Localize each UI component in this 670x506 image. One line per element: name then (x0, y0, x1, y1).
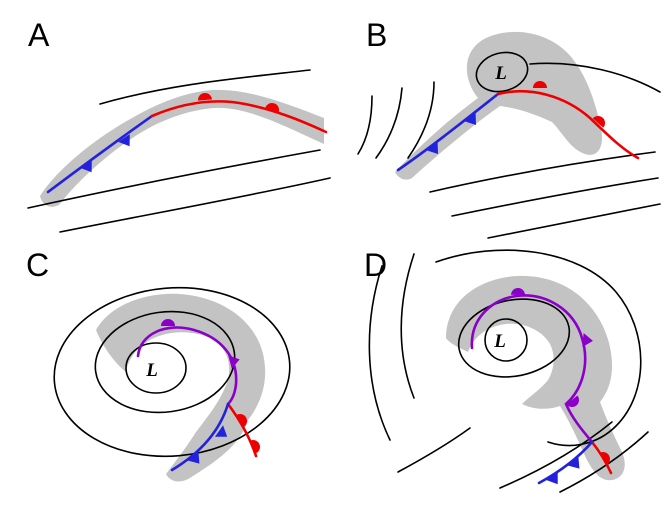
isobar-line (357, 95, 373, 155)
isobar-line (487, 203, 661, 239)
panel-c-label: C (26, 247, 49, 283)
cold-front-line (46, 114, 154, 194)
panel-b: L B (357, 17, 661, 239)
isobar-loop (53, 286, 291, 458)
panel-d: L D (364, 247, 649, 493)
occluded-front-line (136, 326, 238, 406)
cloud-shading (40, 89, 324, 207)
cloud-shading (395, 31, 603, 180)
low-pressure-isobar-circle (484, 318, 528, 362)
isobar-line (368, 265, 391, 441)
low-pressure-isobar-circle (125, 342, 187, 394)
warm-front-line (226, 402, 258, 458)
low-pressure-label: L (493, 331, 506, 352)
isobar-line (407, 81, 435, 159)
isobar-line (375, 87, 403, 159)
isobar-line (99, 69, 311, 105)
low-pressure-label: L (494, 63, 507, 84)
isobar-line (435, 249, 642, 447)
cold-front-pip (546, 471, 564, 489)
occluded-front-line (470, 294, 594, 444)
warm-front-line (496, 90, 640, 160)
warm-front-line (150, 100, 328, 134)
isobar-line (27, 149, 321, 209)
cold-front-line (396, 92, 500, 172)
isobar-line (451, 177, 659, 217)
isobar-loop (457, 298, 571, 378)
isobar-line (59, 177, 331, 233)
low-pressure-label: L (145, 360, 158, 381)
isobar-line (529, 62, 661, 93)
panel-d-label: D (364, 247, 387, 283)
isobar-line (429, 151, 656, 193)
cold-front-line (537, 440, 594, 485)
isobar-line (400, 253, 415, 399)
cold-front-line (170, 402, 230, 472)
panel-c: L C (26, 247, 291, 482)
isobar-loop (94, 310, 236, 414)
isobar-line (397, 427, 471, 473)
cold-front-pip (567, 456, 585, 474)
panel-b-label: B (366, 17, 387, 53)
panel-a-label: A (28, 17, 50, 53)
low-pressure-isobar-circle (475, 51, 529, 93)
cloud-shading (96, 293, 266, 482)
isobar-line (499, 421, 613, 489)
panel-a: A (27, 17, 331, 233)
